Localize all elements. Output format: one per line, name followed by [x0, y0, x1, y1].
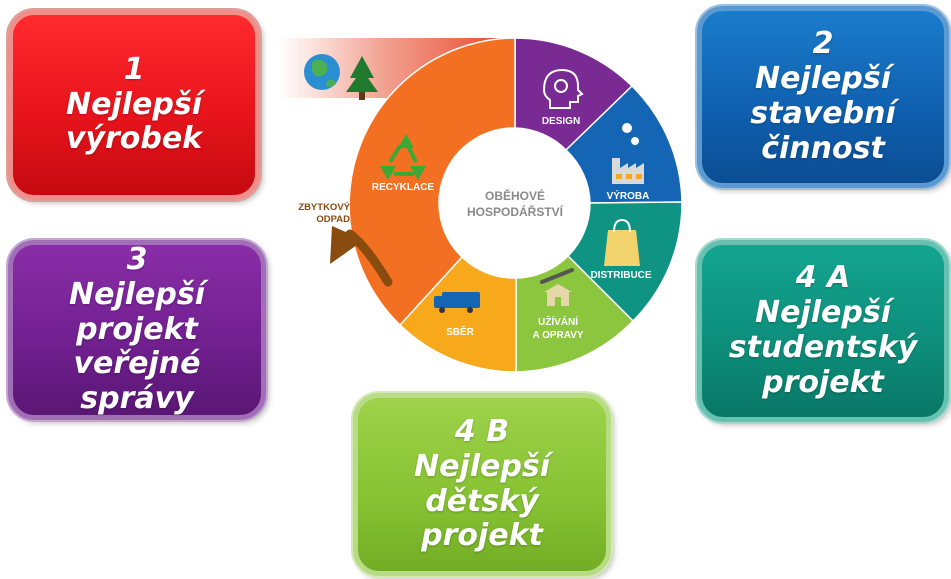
globe-icon: [304, 54, 340, 90]
card-title-line-2: výrobek: [65, 121, 203, 157]
circular-economy-diagram: OBĚHOVÉ HOSPODÁŘSTVÍ SUROVINY DESIGN VÝR…: [280, 37, 683, 373]
card-title-line-1: Nejlepší: [755, 295, 891, 331]
segment-recyklace: [348, 37, 516, 327]
center-circle: [443, 131, 587, 275]
residual-waste-label-1: ZBYTKOVÝ: [298, 201, 350, 213]
truck-icon: [434, 292, 480, 313]
shopping-bag-icon: [604, 218, 640, 266]
residual-waste-label-2: ODPAD: [316, 214, 350, 225]
recycle-icon: [380, 134, 426, 180]
residual-waste-arrowhead: [330, 226, 364, 264]
card-title-line-1: Nejlepší projekt: [69, 276, 205, 347]
wrench-house-icon: [540, 268, 574, 306]
category-card-3[interactable]: 3 Nejlepší projekt veřejné správy: [8, 240, 266, 420]
card-number: 2: [812, 26, 834, 62]
tree-icon: [346, 56, 378, 100]
segment-label-design: DESIGN: [542, 116, 580, 127]
card-number: 4 B: [454, 413, 510, 449]
category-card-4a[interactable]: 4 A Nejlepší studentský projekt: [697, 240, 949, 422]
category-card-2[interactable]: 2 Nejlepší stavební činnost: [697, 6, 949, 188]
center-label-line-2: HOSPODÁŘSTVÍ: [467, 204, 564, 219]
center-label-line-1: OBĚHOVÉ: [485, 188, 545, 203]
card-title-line-1: Nejlepší: [66, 86, 202, 122]
card-number: 3: [126, 242, 148, 278]
card-title-line-2: činnost: [761, 130, 885, 166]
card-number: 1: [123, 51, 145, 87]
card-title-line-1: Nejlepší stavební: [750, 61, 896, 131]
segment-label-distribuce: DISTRIBUCE: [590, 270, 651, 281]
category-card-1[interactable]: 1 Nejlepší výrobek: [8, 10, 260, 200]
factory-icon: [612, 123, 644, 184]
segment-label-uzivani-2: A OPRAVY: [532, 330, 583, 341]
segment-label-sber: SBĚR: [446, 325, 475, 338]
segment-label-vyroba: VÝROBA: [607, 189, 650, 202]
card-number: 4 A: [795, 260, 851, 296]
segment-label-uzivani-1: UŽÍVÁNÍ: [538, 315, 578, 328]
segment-label-recyklace: RECYKLACE: [372, 182, 435, 193]
card-title-line-2: veřejné správy: [73, 346, 201, 417]
card-title-line-1: Nejlepší dětský: [414, 448, 550, 519]
head-gears-icon: [542, 68, 584, 109]
card-title-line-2: studentský projekt: [728, 330, 918, 400]
card-title-line-2: projekt: [421, 518, 543, 554]
category-card-4b[interactable]: 4 B Nejlepší dětský projekt: [353, 393, 611, 576]
inflow-label: SUROVINY: [322, 108, 375, 119]
segment-design: [514, 37, 634, 152]
